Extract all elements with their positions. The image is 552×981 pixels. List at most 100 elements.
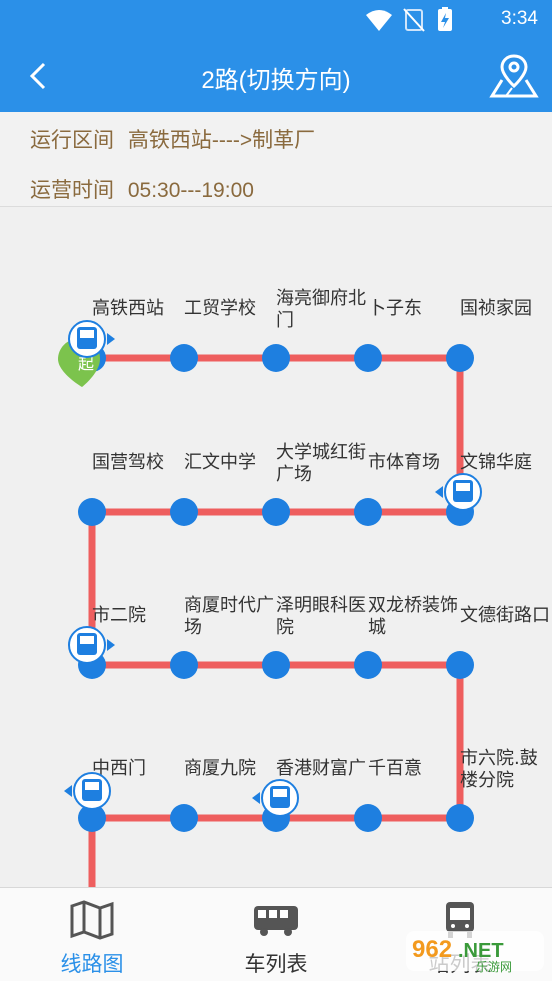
route-range-value: 高铁西站---->制革厂 — [127, 129, 316, 152]
bus-window — [80, 636, 94, 644]
bus-window — [456, 483, 470, 491]
bus-marker[interactable] — [68, 626, 115, 664]
route-stop[interactable] — [446, 804, 474, 832]
bus-marker[interactable] — [64, 772, 111, 810]
stop-label-line: 城 — [368, 617, 386, 638]
stop-label[interactable]: 泽明眼科医院 — [276, 595, 366, 638]
stop-label-line: 大学城红街 — [276, 442, 366, 463]
app-bar: 2路(切换方向) — [0, 40, 552, 112]
tab-route-map-label: 线路图 — [60, 953, 124, 976]
stop-label[interactable]: 国祯家园 — [460, 298, 532, 319]
route-stop[interactable] — [78, 804, 106, 832]
route-stop[interactable] — [262, 651, 290, 679]
route-stop[interactable] — [354, 651, 382, 679]
stop-label-line: 高铁西站 — [92, 298, 164, 319]
stop-label[interactable]: 工贸学校 — [184, 298, 256, 319]
stop-label[interactable]: 千百意 — [368, 758, 422, 779]
stop-label-line: 卜子东 — [368, 298, 422, 319]
route-stop[interactable] — [446, 651, 474, 679]
stop-label-line: 国祯家园 — [460, 298, 532, 319]
stop-label-line: 双龙桥装饰 — [368, 595, 458, 616]
status-icons — [366, 7, 452, 32]
route-stop[interactable] — [354, 804, 382, 832]
watermark-text-net: .NET — [458, 940, 504, 962]
bus-marker[interactable] — [68, 320, 115, 358]
route-hours-label: 运营时间 — [30, 179, 114, 202]
start-badge-label: 起 — [78, 354, 94, 373]
route-stop[interactable] — [262, 344, 290, 372]
bus-direction-arrow — [107, 333, 115, 345]
route-range-label: 运行区间 — [30, 129, 114, 152]
bus-window — [80, 330, 94, 338]
watermark-text-site: 乐游网 — [476, 960, 512, 974]
stop-label[interactable]: 海亮御府北门 — [276, 288, 366, 331]
route-stop[interactable] — [78, 498, 106, 526]
route-map[interactable]: 高铁西站工贸学校海亮御府北门卜子东 国祯家园文锦华庭市体育场大学城红街广场汇文中学… — [0, 207, 552, 887]
bus-direction-arrow — [435, 486, 443, 498]
stop-label[interactable]: 文锦华庭 — [460, 452, 532, 473]
stop-label-line: 院 — [276, 617, 294, 638]
wifi-icon — [366, 10, 392, 31]
stop-label[interactable]: 市六院.鼓楼分院 — [460, 748, 538, 791]
route-stop[interactable] — [446, 344, 474, 372]
route-hours-row: 运营时间 05:30---19:00 — [30, 174, 254, 204]
route-range-row: 运行区间 高铁西站---->制革厂 — [30, 124, 315, 154]
stop-label[interactable]: 中西门 — [92, 758, 146, 779]
stop-label[interactable]: 国营驾校 — [92, 452, 164, 473]
stop-label-line: 中西门 — [92, 758, 146, 779]
stop-label-line: 市六院.鼓 — [460, 748, 538, 769]
stop-label-line: 汇文中学 — [184, 452, 256, 473]
tab-bus-list[interactable]: 车列表 — [184, 888, 368, 981]
stop-label-line: 香港财富广 — [276, 758, 366, 779]
stop-label[interactable]: 高铁西站 — [92, 298, 164, 319]
stop-label[interactable]: 商厦时代广场 — [184, 595, 274, 638]
stop-label-line: 千百意 — [368, 758, 422, 779]
stop-label[interactable]: 文德街路口 — [460, 605, 550, 626]
bus-window — [273, 789, 287, 797]
back-arrow-icon[interactable] — [22, 58, 58, 94]
bus-direction-arrow — [252, 792, 260, 804]
status-time: 3:34 — [501, 8, 538, 29]
stop-label-line: 文德街路口 — [460, 605, 550, 626]
stop-label[interactable]: 香港财富广 — [276, 758, 366, 779]
map-location-icon[interactable] — [488, 50, 540, 102]
watermark-text-962: 962 — [412, 936, 452, 963]
stop-label-line: 楼分院 — [460, 770, 514, 791]
stop-label[interactable]: 卜子东 — [368, 298, 422, 319]
route-stop[interactable] — [354, 344, 382, 372]
stop-label[interactable]: 市体育场 — [368, 452, 440, 473]
stop-label-line: 国营驾校 — [92, 452, 164, 473]
route-stop[interactable] — [170, 498, 198, 526]
bus-marker[interactable] — [435, 473, 482, 511]
stop-label-line: 商厦九院 — [184, 758, 256, 779]
stop-label-line: 工贸学校 — [184, 298, 256, 319]
route-stop[interactable] — [170, 804, 198, 832]
status-bar: 3:34 — [0, 0, 552, 40]
stop-label-line: 门 — [276, 310, 294, 331]
stop-label-line: 商厦时代广 — [184, 595, 274, 616]
bus-marker[interactable] — [252, 779, 299, 817]
bus-window — [85, 782, 99, 790]
stop-label-line: 市二院 — [92, 605, 146, 626]
stop-label-line: 市体育场 — [368, 452, 440, 473]
stop-label[interactable]: 双龙桥装饰城 — [368, 595, 458, 638]
tab-route-map[interactable]: 线路图 — [0, 888, 184, 981]
stop-label-line: 文锦华庭 — [460, 452, 532, 473]
sim-icon — [405, 9, 423, 31]
watermark-logo: 962 .NET 乐游网 — [406, 931, 544, 974]
route-stop[interactable] — [170, 651, 198, 679]
stop-label-line: 场 — [184, 617, 202, 638]
route-stop[interactable] — [354, 498, 382, 526]
stop-label[interactable]: 市二院 — [92, 605, 146, 626]
stop-label[interactable]: 汇文中学 — [184, 452, 256, 473]
stop-label[interactable]: 商厦九院 — [184, 758, 256, 779]
route-stop[interactable] — [170, 344, 198, 372]
route-stop[interactable] — [262, 498, 290, 526]
stop-label[interactable]: 大学城红街广场 — [276, 442, 366, 485]
map-icon — [70, 900, 114, 940]
stop-label-line: 广场 — [276, 464, 312, 485]
bus-direction-arrow — [107, 639, 115, 651]
route-map-canvas[interactable]: 高铁西站工贸学校海亮御府北门卜子东 国祯家园文锦华庭市体育场大学城红街广场汇文中学… — [0, 207, 552, 887]
page-title[interactable]: 2路(切换方向) — [201, 67, 351, 94]
route-info: 运行区间 高铁西站---->制革厂 运营时间 05:30---19:00 — [0, 112, 552, 207]
